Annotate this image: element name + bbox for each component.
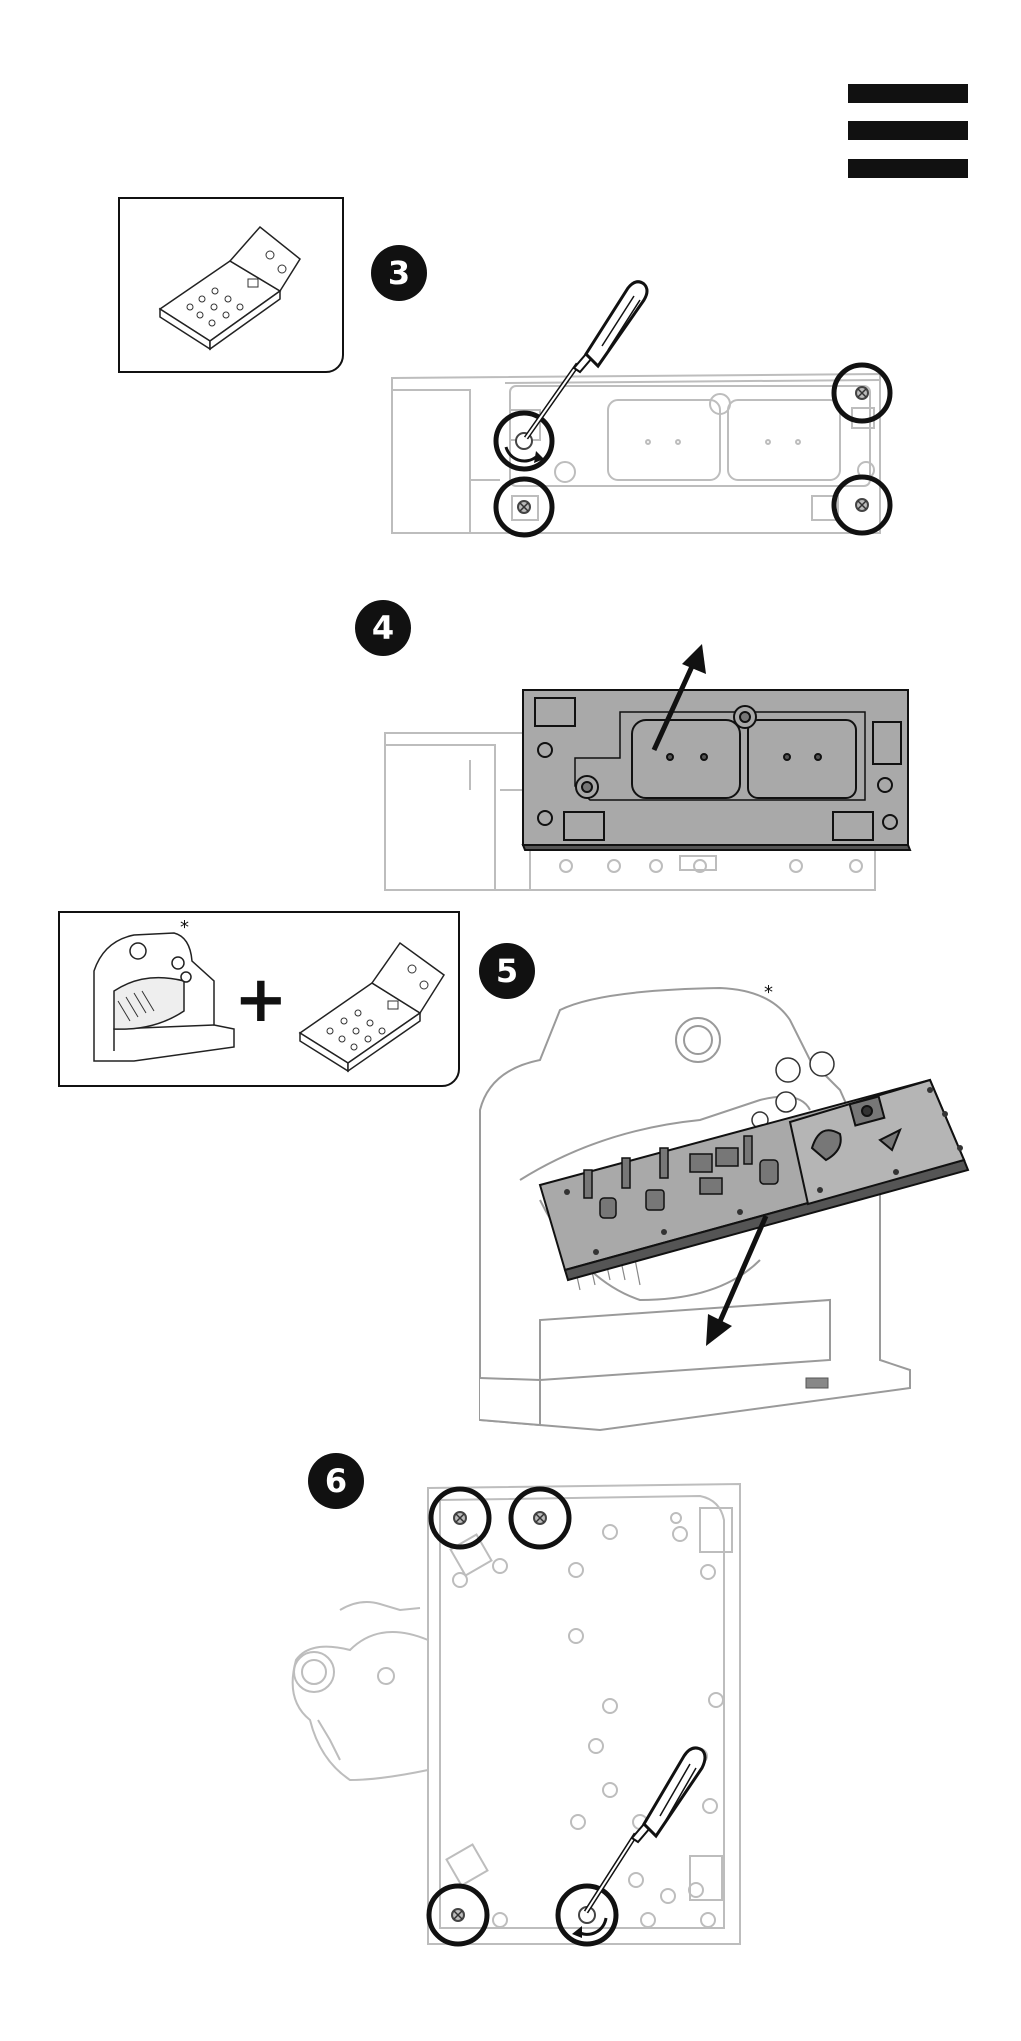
- screw-circle-icon: [425, 1882, 491, 1948]
- screw-circle-icon: [507, 1485, 573, 1551]
- screw-circle-icon: [427, 1485, 493, 1551]
- screwdriver-icon: [574, 1736, 714, 1916]
- rotate-arrow-icon: [572, 1926, 582, 1938]
